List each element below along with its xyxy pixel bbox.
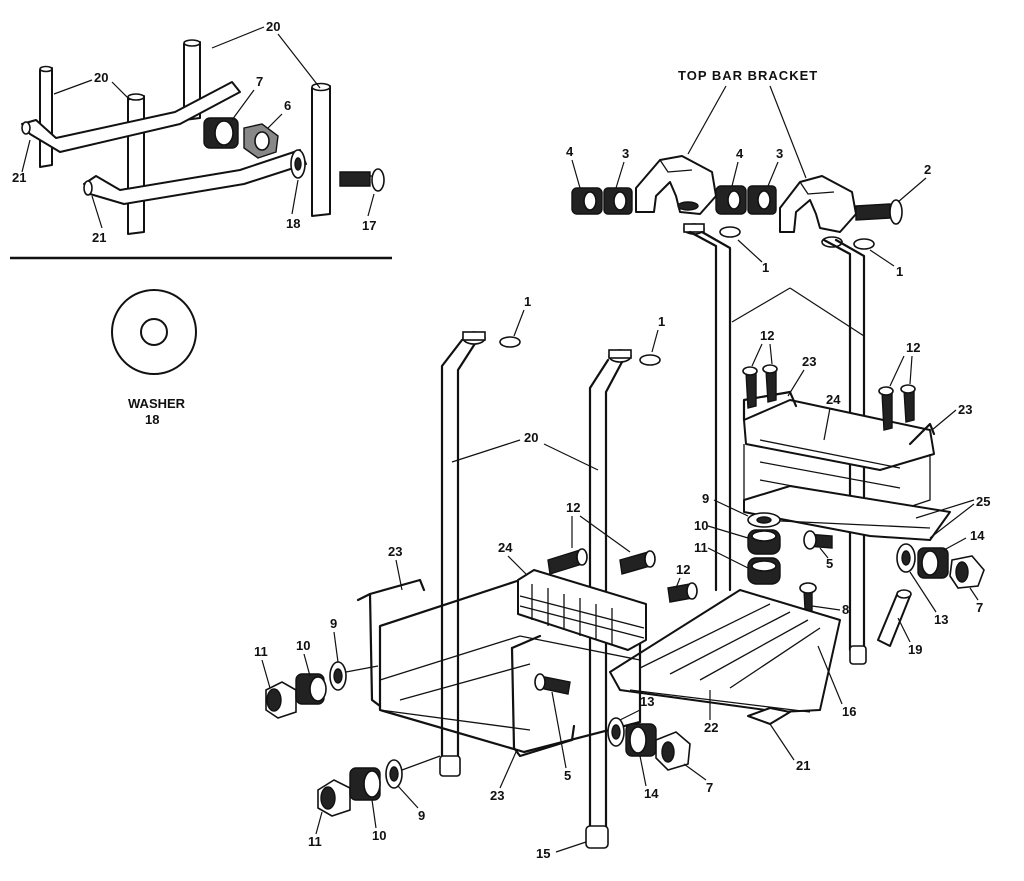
rear-label-13: 13 (934, 612, 948, 627)
front-label-10-lower: 10 (372, 828, 386, 843)
rear-label-14: 14 (970, 528, 985, 543)
inset-detail (21, 39, 385, 235)
front-label-5: 5 (564, 768, 571, 783)
bracket-label-1-right: 1 (896, 264, 903, 279)
inset-upright-left (39, 67, 53, 168)
bracket-label-1-left: 1 (762, 260, 769, 275)
front-label-14: 14 (644, 786, 659, 801)
front-label-12-right: 12 (676, 562, 690, 577)
front-label-9-upper: 9 (330, 616, 337, 631)
front-label-15: 15 (536, 846, 550, 861)
rear-label-24: 24 (826, 392, 841, 407)
bracket-label-2: 2 (924, 162, 931, 177)
washer-illustration (111, 289, 197, 375)
washer-caption-number: 18 (145, 412, 159, 427)
top-bar-bracket-title: TOP BAR BRACKET (678, 68, 818, 83)
front-label-11-upper: 11 (254, 644, 268, 659)
front-label-10-upper: 10 (296, 638, 310, 653)
inset-upright-mid (127, 95, 145, 235)
inset-label-7: 7 (256, 74, 263, 89)
rear-label-11: 11 (694, 540, 708, 555)
rear-label-7: 7 (976, 600, 983, 615)
washer-caption-name: WASHER (128, 396, 186, 411)
inset-crossbar-upper (21, 81, 241, 153)
front-frame (265, 331, 698, 849)
front-label-23-left: 23 (388, 544, 402, 559)
rear-label-22: 22 (704, 720, 718, 735)
front-label-1-left: 1 (524, 294, 531, 309)
inset-label-21-left: 21 (12, 170, 26, 185)
front-label-7: 7 (706, 780, 713, 795)
bracket-label-3-left: 3 (622, 146, 629, 161)
bracket-label-4-left: 4 (566, 144, 574, 159)
front-label-12-top: 12 (566, 500, 580, 515)
front-label-13: 13 (640, 694, 654, 709)
front-label-11-lower: 11 (308, 834, 322, 849)
inset-upright-right (311, 85, 331, 217)
rear-label-10: 10 (694, 518, 708, 533)
front-label-24: 24 (498, 540, 513, 555)
inset-label-20-left: 20 (94, 70, 108, 85)
rear-label-19: 19 (908, 642, 922, 657)
rear-label-12-right: 12 (906, 340, 920, 355)
rear-label-8: 8 (842, 602, 849, 617)
top-bracket-parts (571, 155, 903, 250)
front-label-1-right: 1 (658, 314, 665, 329)
inset-label-6: 6 (284, 98, 291, 113)
rear-label-21: 21 (796, 758, 810, 773)
rear-label-9: 9 (702, 491, 709, 506)
rear-label-5: 5 (826, 556, 833, 571)
rear-frame (609, 230, 985, 725)
inset-label-20-top: 20 (266, 19, 280, 34)
inset-label-21-bottom: 21 (92, 230, 106, 245)
inset-label-18: 18 (286, 216, 300, 231)
front-label-20: 20 (524, 430, 538, 445)
rear-label-16: 16 (842, 704, 856, 719)
inset-label-17: 17 (362, 218, 376, 233)
front-label-23-bottom: 23 (490, 788, 504, 803)
bracket-label-3-right: 3 (776, 146, 783, 161)
inset-crossbar-lower (83, 149, 307, 205)
bracket-label-4-right: 4 (736, 146, 744, 161)
rear-label-25: 25 (976, 494, 990, 509)
rear-label-12-left: 12 (760, 328, 774, 343)
rear-label-23-top: 23 (802, 354, 816, 369)
rear-label-23-right: 23 (958, 402, 972, 417)
front-label-9-lower: 9 (418, 808, 425, 823)
